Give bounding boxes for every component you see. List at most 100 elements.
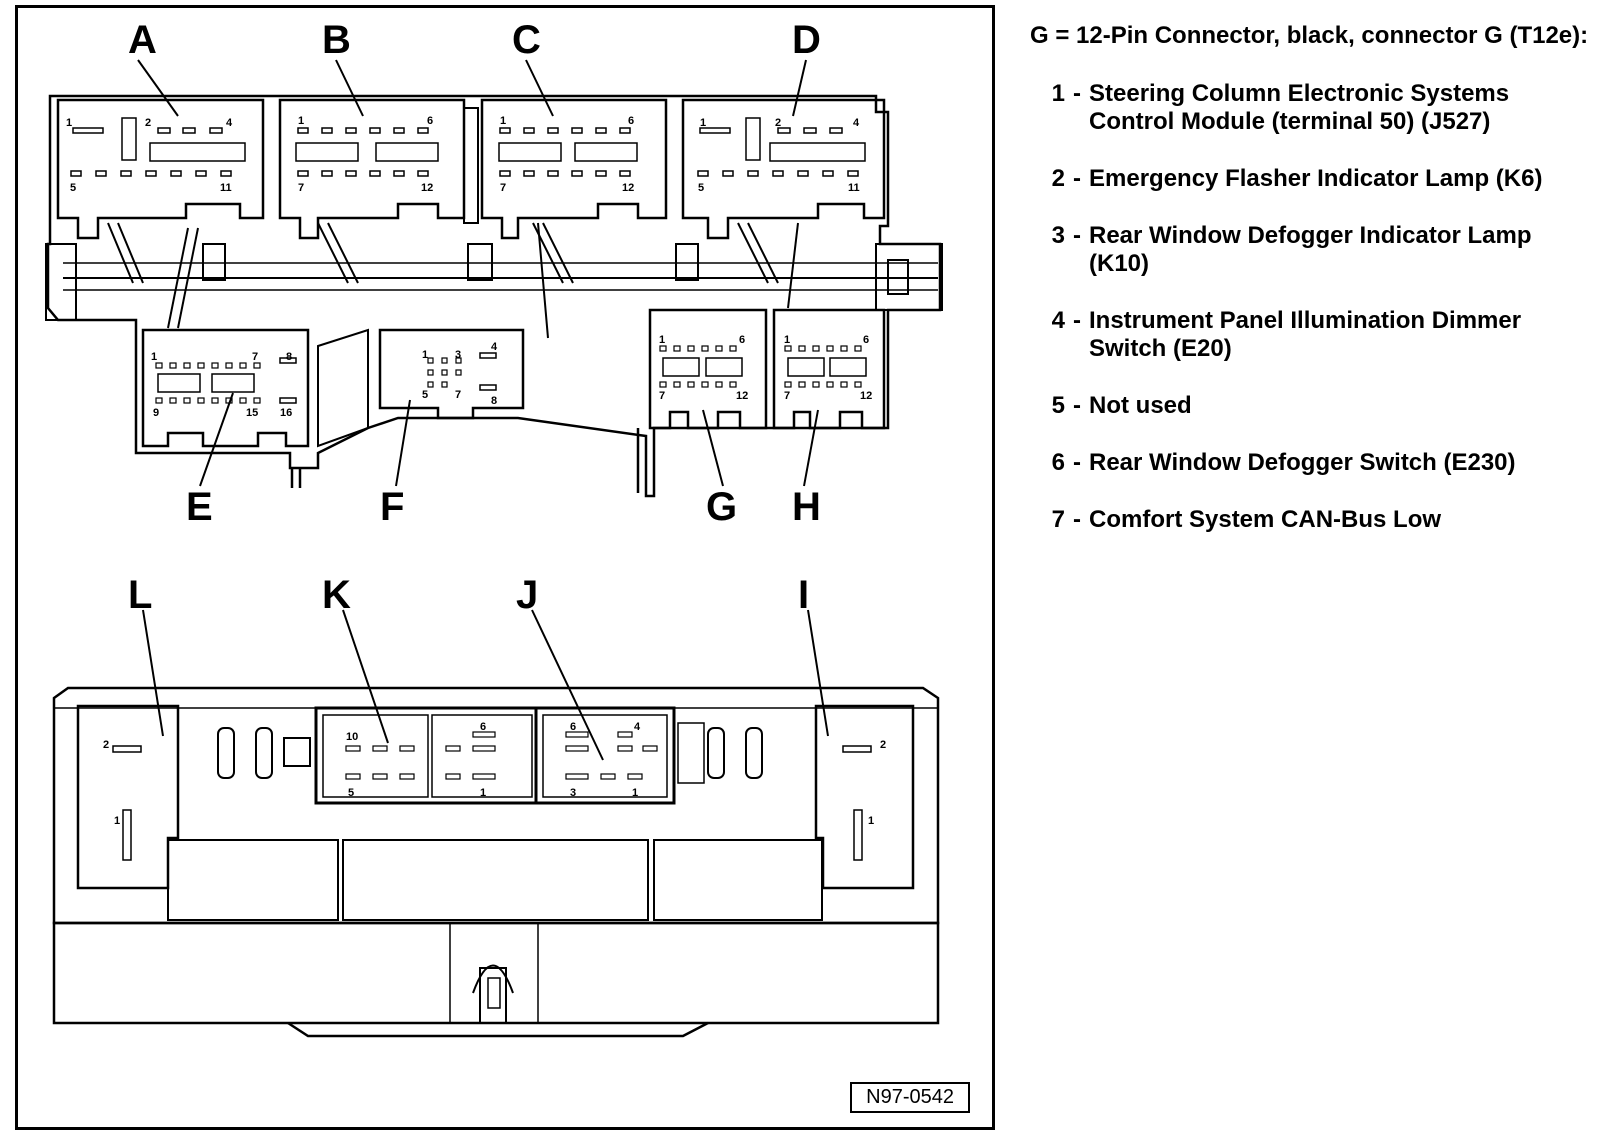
pin-label: 4 [853, 117, 860, 129]
pin-label: 2 [103, 739, 109, 751]
pin-label: 1 [784, 334, 790, 346]
pin-label: 16 [280, 407, 292, 419]
pin-label: 6 [427, 115, 433, 127]
pin-label: 1 [700, 117, 706, 129]
label-k: K [322, 573, 351, 617]
pin-label: 4 [634, 721, 641, 733]
legend-item-text: Emergency Flasher Indicator Lamp (K6) [1089, 165, 1543, 192]
connector-diagram-figure: A B C D E F G H L K J I 1 2 4 5 11 1 6 7… [15, 5, 995, 1130]
pin-label: 6 [739, 334, 745, 346]
pin-label: 1 [868, 815, 874, 827]
legend-item-number: 7 [1051, 506, 1065, 533]
legend-item-text: Not used [1089, 392, 1192, 419]
pin-label: 2 [880, 739, 886, 751]
connector-h-body [772, 308, 886, 430]
legend-item-number: 4 [1051, 307, 1065, 334]
pin-label: 12 [736, 390, 748, 402]
pin-label: 11 [220, 182, 232, 194]
pin-label: 7 [298, 182, 304, 194]
label-l: L [128, 573, 152, 617]
pin-label: 8 [491, 395, 497, 407]
legend-item: 1- Steering Column Electronic Systems Co… [1030, 80, 1592, 136]
connector-j-body [534, 706, 676, 805]
pin-label: 5 [348, 787, 354, 799]
label-a: A [128, 18, 157, 62]
pin-label: 7 [455, 389, 461, 401]
pin-label: 12 [622, 182, 634, 194]
legend-item-text: Rear Window Defogger Switch (E230) [1089, 449, 1516, 476]
pin-label: 1 [480, 787, 486, 799]
legend-item: 3- Rear Window Defogger Indicator Lamp (… [1030, 222, 1592, 278]
connector-g-body [648, 308, 768, 430]
pin-label: 4 [226, 117, 233, 129]
pin-label: 1 [659, 334, 665, 346]
label-b: B [322, 18, 351, 62]
pin-label: 12 [421, 182, 433, 194]
legend-item-number: 6 [1051, 449, 1065, 476]
legend-item-text: Steering Column Electronic Systems Contr… [1089, 80, 1510, 135]
label-h: H [792, 485, 821, 529]
label-i: I [798, 573, 809, 617]
pin-label: 1 [632, 787, 638, 799]
pin-label: 7 [659, 390, 665, 402]
legend-item: 2- Emergency Flasher Indicator Lamp (K6) [1030, 165, 1592, 193]
bottom-housing-outline [52, 686, 940, 925]
pin-label: 1 [66, 117, 72, 129]
pin-label: 9 [153, 407, 159, 419]
pin-label: 5 [698, 182, 704, 194]
pin-label: 6 [628, 115, 634, 127]
connector-b-body [278, 98, 466, 240]
legend-item: 4- Instrument Panel Illumination Dimmer … [1030, 307, 1592, 363]
legend-item-number: 3 [1051, 222, 1065, 249]
pin-label: 6 [863, 334, 869, 346]
connector-d-body [681, 98, 886, 240]
legend-item-number: 2 [1051, 165, 1065, 192]
label-j: J [516, 573, 538, 617]
pin-label: 6 [480, 721, 486, 733]
pin-label: 3 [570, 787, 576, 799]
pin-label: 1 [298, 115, 304, 127]
legend-item: 7- Comfort System CAN-Bus Low [1030, 506, 1592, 534]
pin-label: 1 [500, 115, 506, 127]
connector-diagram: A B C D E F G H L K J I 1 2 4 5 11 1 6 7… [45, 18, 943, 1038]
pin-label: 5 [70, 182, 76, 194]
top-housing-outline [46, 94, 942, 498]
connector-c-body [480, 98, 668, 240]
legend-panel: G = 12-Pin Connector, black, connector G… [1030, 22, 1592, 563]
legend-item-text: Rear Window Defogger Indicator Lamp (K10… [1089, 222, 1532, 277]
label-g: G [706, 485, 737, 529]
pin-label: 1 [151, 351, 157, 363]
legend-item: 5- Not used [1030, 392, 1592, 420]
connector-i-body [814, 704, 915, 890]
label-c: C [512, 18, 541, 62]
label-f: F [380, 485, 404, 529]
pin-label: 12 [860, 390, 872, 402]
pin-label: 1 [422, 349, 428, 361]
connector-e-body [141, 328, 310, 448]
pin-label: 7 [252, 351, 258, 363]
pin-label: 4 [491, 341, 498, 353]
label-d: D [792, 18, 821, 62]
connector-l-body [76, 704, 180, 890]
legend-item-number: 1 [1051, 80, 1065, 107]
connector-f-body [378, 328, 525, 420]
pin-label: 7 [784, 390, 790, 402]
connector-a-body [56, 98, 265, 240]
pin-label: 6 [570, 721, 576, 733]
pin-label: 10 [346, 731, 358, 743]
pin-label: 2 [145, 117, 151, 129]
legend-item-text: Instrument Panel Illumination Dimmer Swi… [1089, 307, 1522, 362]
legend-item-text: Comfort System CAN-Bus Low [1089, 506, 1442, 533]
pin-label: 11 [848, 182, 860, 194]
legend-item-number: 5 [1051, 392, 1065, 419]
pin-label: 15 [246, 407, 258, 419]
legend-title: G = 12-Pin Connector, black, connector G… [1030, 22, 1589, 49]
pin-label: 3 [455, 349, 461, 361]
figure-id-label: N97-0542 [850, 1082, 970, 1113]
pin-label: 1 [114, 815, 120, 827]
pin-label: 7 [500, 182, 506, 194]
label-e: E [186, 485, 213, 529]
pin-label: 8 [286, 351, 292, 363]
pin-label: 2 [775, 117, 781, 129]
pin-label: 5 [422, 389, 428, 401]
